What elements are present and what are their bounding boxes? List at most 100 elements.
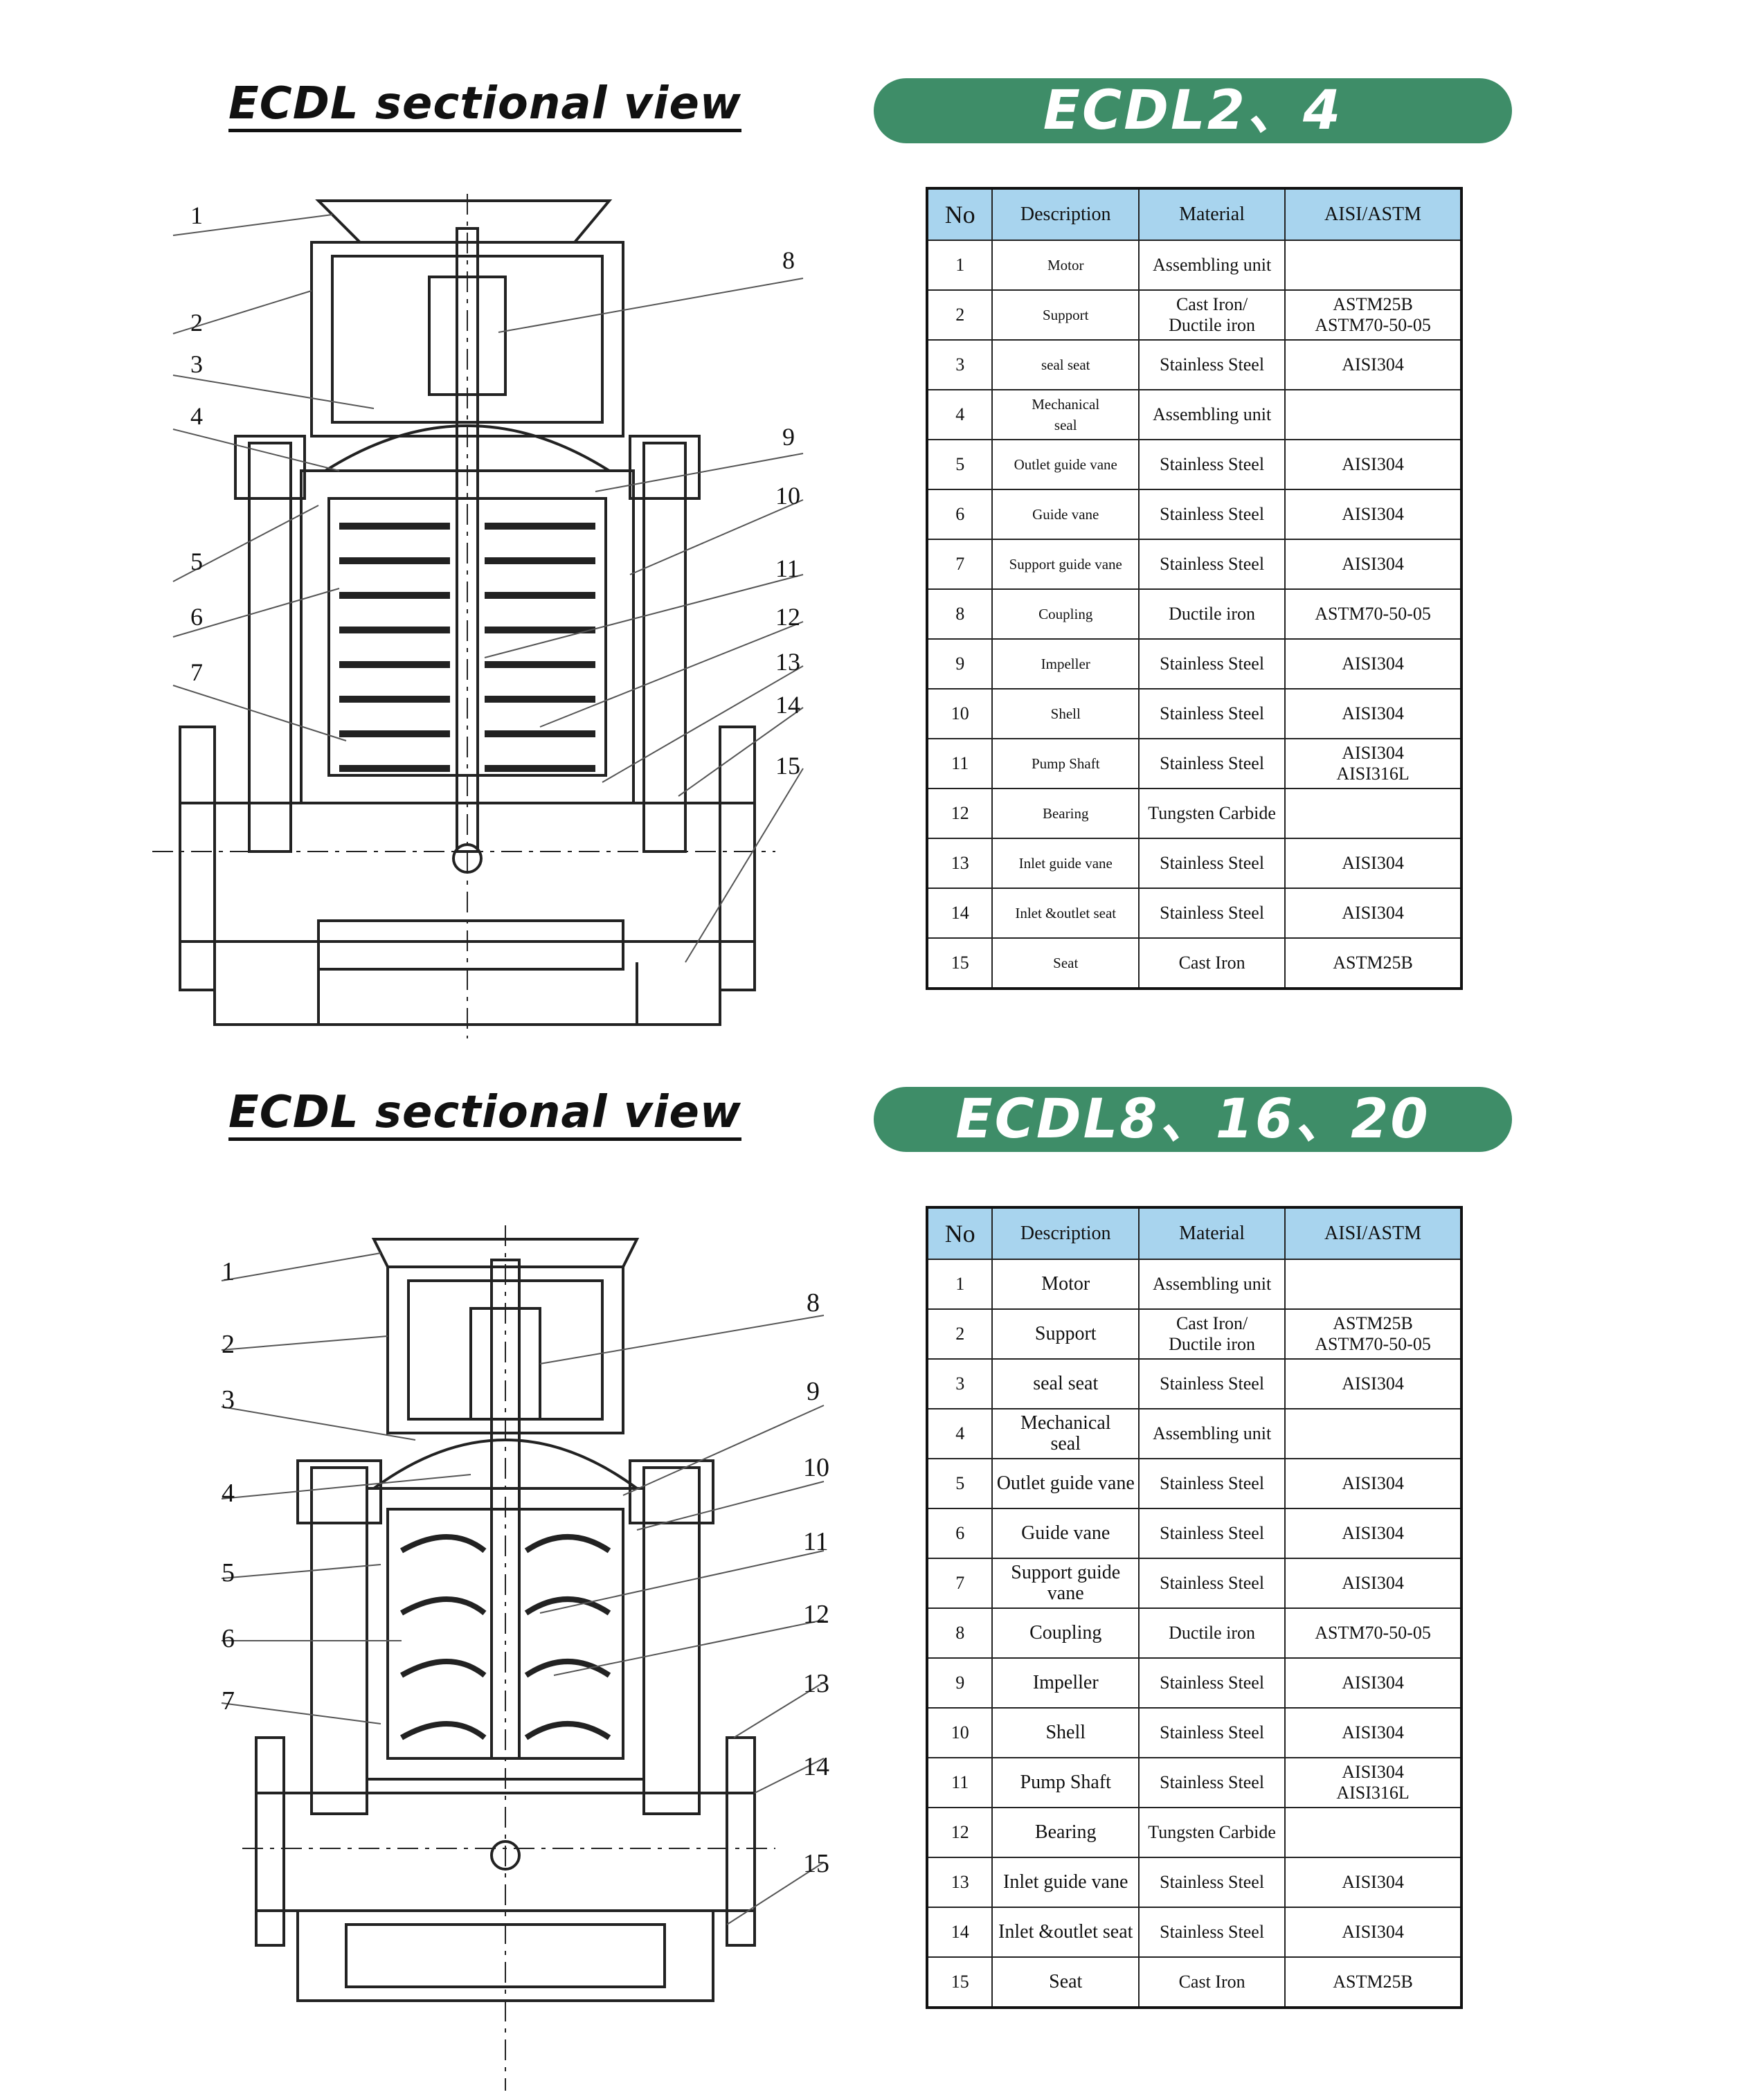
cell-no: 3 [926,1358,993,1409]
cell-material: Stainless Steel [1138,539,1286,590]
cell-no: 2 [926,289,993,341]
cell-line: seal [1050,1433,1081,1454]
callout-4: 4 [222,1479,235,1508]
cell-description: Seat [991,1956,1140,2008]
cell-no: 8 [926,588,993,640]
cell-line: ASTM25B [1333,294,1413,314]
cell-aisi: AISI304 [1284,638,1462,690]
cell-description: Support [991,1308,1140,1360]
cell-description: Coupling [991,1607,1140,1659]
callout-5: 5 [190,548,203,575]
callout-7: 7 [190,658,203,686]
cell-line: ASTM70-50-05 [1315,1334,1431,1354]
table-header-row: No Description Material AISI/ASTM [926,1207,1462,1260]
cell-line: AISI304 [1342,1762,1404,1782]
model-banner: ECDL8、16、20 [874,1087,1512,1152]
cell-no: 7 [926,539,993,590]
header-description: Description [991,188,1140,241]
cell-line: Mechanical [1032,396,1100,413]
cell-material: Stainless Steel [1138,1558,1286,1609]
cell-material: Assembling unit [1138,240,1286,291]
callout-14: 14 [803,1752,829,1781]
cell-line: Ductile iron [1169,1334,1256,1354]
cell-aisi: AISI304 [1284,888,1462,939]
cell-no: 10 [926,688,993,739]
cell-no: 10 [926,1707,993,1758]
section-title: ECDL sectional view [228,82,741,132]
cell-material: Stainless Steel [1138,738,1286,789]
cell-description: Guide vane [991,489,1140,540]
cell-material: Assembling unit [1138,1408,1286,1459]
callout-13: 13 [775,648,800,676]
header-aisi-astm: AISI/ASTM [1284,188,1462,241]
cell-material: Cast Iron [1138,937,1286,989]
callout-6: 6 [190,603,203,631]
cell-aisi: AISI304 [1284,1508,1462,1559]
cell-no: 8 [926,1607,993,1659]
cell-no: 9 [926,1657,993,1709]
cell-material: Stainless Steel [1138,1657,1286,1709]
callout-1: 1 [190,201,203,229]
cell-no: 5 [926,439,993,490]
callout-8: 8 [782,246,795,274]
cell-no: 1 [926,240,993,291]
cell-aisi: AISI304 [1284,1657,1462,1709]
cell-material: Ductile iron [1138,1607,1286,1659]
cell-aisi: AISI304 [1284,688,1462,739]
table-header-row: No Description Material AISI/ASTM [926,188,1462,241]
callout-12: 12 [775,603,800,631]
cell-material: Stainless Steel [1138,1358,1286,1409]
cell-material: Stainless Steel [1138,838,1286,889]
cell-material: Assembling unit [1138,389,1286,440]
cell-description: Coupling [991,588,1140,640]
cell-description: Seat [991,937,1140,989]
cell-material: Stainless Steel [1138,439,1286,490]
cell-description: Bearing [991,1807,1140,1858]
cell-no: 3 [926,339,993,390]
callout-7: 7 [222,1686,235,1715]
cell-line: Cast Iron/ [1176,1313,1248,1333]
cell-material: Assembling unit [1138,1259,1286,1310]
cell-description: seal seat [991,1358,1140,1409]
pump-cross-section [221,1225,825,2091]
cell-aisi: AISI304 [1284,1558,1462,1609]
cell-description: Pump Shaft [991,1757,1140,1808]
cell-aisi: AISI304 [1284,339,1462,390]
cell-material: Tungsten Carbide [1138,788,1286,839]
cell-no: 4 [926,1408,993,1459]
cell-no: 13 [926,838,993,889]
cell-aisi: AISI304 [1284,1857,1462,1908]
cell-description: Bearing [991,788,1140,839]
cell-material: Stainless Steel [1138,1757,1286,1808]
cell-aisi [1284,1807,1462,1858]
cell-material: Stainless Steel [1138,489,1286,540]
cell-line: AISI304 [1342,743,1404,763]
cell-aisi [1284,1259,1462,1310]
cell-description: Inlet guide vane [991,838,1140,889]
callout-9: 9 [782,423,795,451]
callout-5: 5 [222,1558,235,1587]
cell-aisi: AISI304 [1284,439,1462,490]
cell-material: Stainless Steel [1138,1857,1286,1908]
callout-15: 15 [803,1849,829,1878]
cell-description: Guide vane [991,1508,1140,1559]
cell-description: Motor [991,240,1140,291]
callout-8: 8 [807,1288,820,1317]
callout-15: 15 [775,752,800,780]
cell-line: Mechanical [1020,1412,1111,1434]
